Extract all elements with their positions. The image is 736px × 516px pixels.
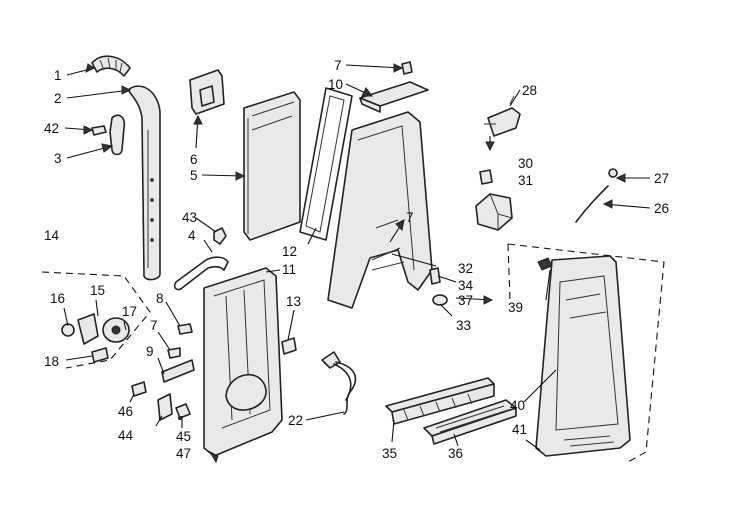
part-bag-panel [243, 91, 301, 241]
callout-15: 15 [90, 283, 105, 298]
callout-16: 16 [50, 291, 65, 306]
callout-28: 28 [522, 83, 537, 98]
dashed-assembly-lines [41, 243, 665, 463]
part-bracket-9 [161, 359, 195, 383]
callout-4: 4 [188, 228, 196, 243]
callout-32: 32 [458, 261, 473, 276]
part-switch-button [475, 193, 513, 231]
callout-13: 13 [286, 294, 301, 309]
callout-40: 40 [510, 398, 525, 413]
callout-7-top: 7 [334, 58, 342, 73]
callout-14: 14 [44, 228, 60, 243]
callout-41: 41 [512, 422, 527, 437]
callout-35: 35 [382, 446, 397, 461]
part-hardware-cluster [131, 381, 191, 421]
part-grommet-13 [281, 337, 297, 355]
part-screw-42 [91, 125, 107, 136]
callout-22: 22 [288, 413, 303, 428]
part-front-cover [535, 255, 631, 457]
arrow-heads [83, 63, 626, 305]
callout-30: 30 [518, 156, 533, 171]
callout-10: 10 [328, 77, 343, 92]
callout-27: 27 [654, 171, 669, 186]
callout-42: 42 [44, 121, 59, 136]
part-rear-housing [327, 111, 433, 309]
part-screw-30 [479, 169, 493, 185]
callout-45: 45 [176, 429, 191, 444]
callout-47: 47 [176, 446, 191, 461]
callout-33: 33 [456, 318, 471, 333]
callout-12: 12 [282, 244, 297, 259]
callout-44: 44 [118, 428, 134, 443]
part-ball-27 [608, 168, 618, 178]
callout-46: 46 [118, 404, 133, 419]
part-bracket-6 [189, 69, 225, 115]
part-screw-7-left [167, 347, 181, 359]
part-brush-35 [385, 377, 495, 425]
callout-labels: 1 2 42 3 6 5 7 10 28 30 31 27 26 14 43 4… [44, 58, 669, 461]
callout-17: 17 [122, 304, 137, 319]
part-handle-grip [91, 55, 131, 77]
callout-8: 8 [156, 291, 164, 306]
part-power-cord [321, 351, 357, 415]
part-bail-handle [173, 256, 229, 291]
callout-26: 26 [654, 201, 669, 216]
callout-31: 31 [518, 173, 533, 188]
part-cord-reel-assembly [61, 313, 130, 363]
part-handle-tube [127, 85, 161, 281]
callout-36: 36 [448, 446, 463, 461]
part-top-bracket [359, 81, 429, 113]
part-cord-hook [109, 114, 126, 156]
callout-34: 34 [458, 278, 474, 293]
callout-5: 5 [190, 168, 198, 183]
callout-7-left: 7 [150, 318, 158, 333]
part-front-housing [203, 267, 283, 464]
part-clip-43 [213, 227, 227, 245]
callout-7-mid: 7 [406, 210, 414, 225]
callout-1: 1 [54, 68, 62, 83]
part-strip-26 [575, 185, 609, 223]
callout-18: 18 [44, 354, 59, 369]
callout-39: 39 [508, 300, 523, 315]
callout-2: 2 [54, 91, 62, 106]
callout-6: 6 [190, 152, 198, 167]
callout-3: 3 [54, 151, 62, 166]
part-screw-7-top [401, 61, 413, 75]
part-filter-tray [423, 399, 517, 445]
callout-37: 37 [458, 293, 473, 308]
part-hardware-34-33 [429, 267, 448, 306]
callout-43: 43 [182, 210, 197, 225]
callout-9: 9 [146, 344, 154, 359]
callout-11: 11 [282, 262, 296, 277]
part-switch [484, 95, 521, 137]
part-screw-8 [177, 323, 193, 335]
